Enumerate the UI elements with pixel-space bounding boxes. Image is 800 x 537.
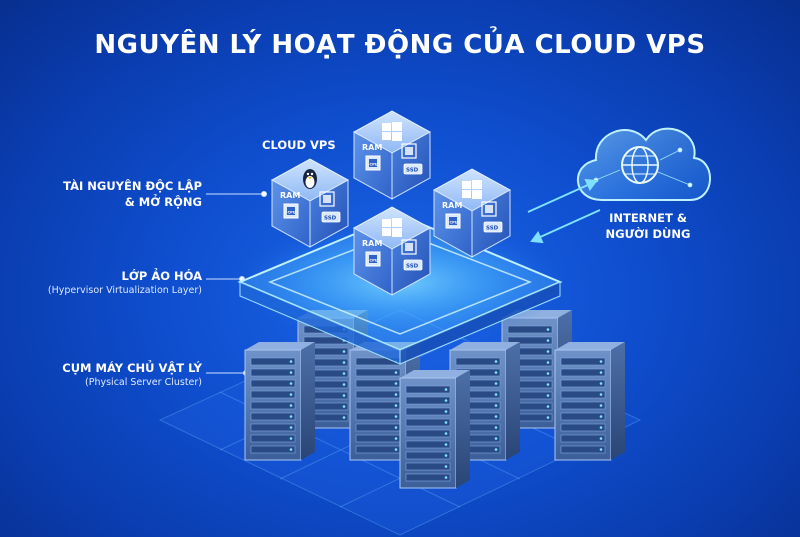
ram-label: RAM [362, 239, 382, 248]
internet-label-line1: INTERNET & [609, 211, 687, 225]
resources-label-line2: & MỞ RỘNG [124, 195, 202, 209]
resources-label: TÀI NGUYÊN ĐỘC LẬP & MỞ RỘNG [30, 178, 202, 210]
ram-label: RAM [280, 191, 300, 200]
internet-label: INTERNET & NGƯỜI DÙNG [588, 210, 708, 242]
cpu-label: CPU [370, 163, 378, 167]
linux-tux-icon [303, 169, 317, 189]
ssd-icon: SSD [321, 211, 341, 223]
ssd-label: SSD [324, 216, 337, 222]
ssd-icon: SSD [403, 163, 423, 175]
server-rack [399, 370, 470, 489]
ram-label: RAM [362, 143, 382, 152]
cpu-chip-icon: CPU [283, 203, 299, 219]
virtualization-label-main: LỚP ẢO HÓA [121, 269, 202, 283]
resources-label-line1: TÀI NGUYÊN ĐỘC LẬP [63, 179, 202, 193]
cpu-label: CPU [450, 221, 458, 225]
ssd-icon: SSD [403, 259, 423, 271]
memory-chip-icon [319, 191, 335, 207]
vps-cube: RAM CPU SSD [352, 206, 432, 296]
server-cluster [244, 310, 625, 489]
cpu-chip-icon: CPU [365, 155, 381, 171]
internet-label-line2: NGƯỜI DÙNG [605, 227, 691, 241]
ssd-label: SSD [406, 168, 419, 174]
memory-chip-icon [481, 201, 497, 217]
cluster-label: CỤM MÁY CHỦ VẬT LÝ (Physical Server Clus… [20, 360, 202, 390]
vps-cube: RAM CPU SSD [352, 110, 432, 200]
ram-label: RAM [442, 201, 462, 210]
cpu-chip-icon: CPU [365, 251, 381, 267]
ssd-icon: SSD [483, 221, 503, 233]
page-title: NGUYÊN LÝ HOẠT ĐỘNG CỦA CLOUD VPS [94, 30, 706, 60]
memory-chip-icon [401, 239, 417, 255]
vps-cube: RAM CPU SSD [270, 158, 350, 248]
windows-logo-icon [382, 122, 402, 141]
internet-cloud-icon [577, 127, 711, 201]
windows-logo-icon [462, 180, 482, 199]
virtualization-label: LỚP ẢO HÓA (Hypervisor Virtualization La… [20, 268, 202, 298]
cluster-label-main: CỤM MÁY CHỦ VẬT LÝ [62, 361, 202, 375]
vps-cubes: RAM CPU SSD RAM CPU SSD RAM CPU SSD RAM CPU SSD [270, 110, 512, 296]
cloud-vps-label: CLOUD VPS [262, 138, 336, 152]
server-rack [554, 342, 625, 461]
server-rack [244, 342, 315, 461]
windows-logo-icon [382, 218, 402, 237]
cluster-label-sub: (Physical Server Cluster) [85, 377, 202, 388]
ssd-label: SSD [406, 264, 419, 270]
vps-cube: RAM CPU SSD [432, 168, 512, 258]
cpu-chip-icon: CPU [445, 213, 461, 229]
cpu-label: CPU [288, 211, 296, 215]
virtualization-label-sub: (Hypervisor Virtualization Layer) [47, 285, 202, 296]
ssd-label: SSD [486, 226, 499, 232]
data-flow-arrows [527, 178, 601, 244]
cpu-label: CPU [370, 259, 378, 263]
memory-chip-icon [401, 143, 417, 159]
